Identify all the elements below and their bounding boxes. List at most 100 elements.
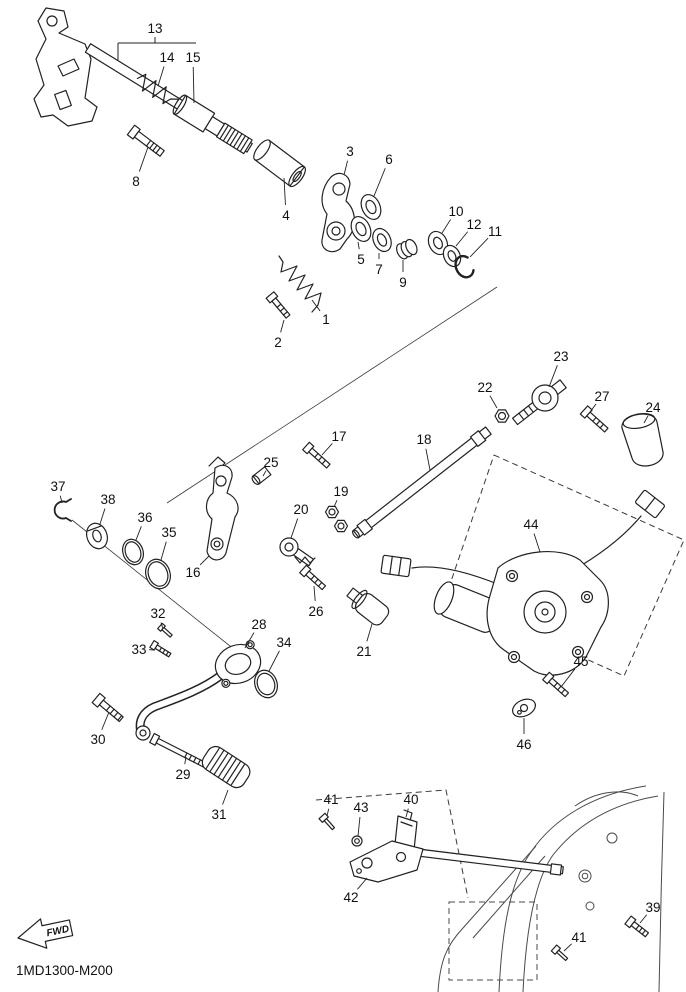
actuator-connector-a [380, 554, 412, 578]
callout-19: 19 [333, 484, 348, 499]
callout-36: 36 [137, 510, 152, 525]
part-24-boot [621, 412, 664, 467]
callout-2: 2 [274, 335, 282, 350]
leader-14 [157, 66, 165, 87]
part-10-washer [427, 230, 449, 256]
part-35-oring [145, 558, 171, 590]
part-37-clip [53, 498, 72, 522]
callout-30: 30 [90, 732, 105, 747]
callout-15: 15 [185, 50, 200, 65]
callout-18: 18 [416, 432, 431, 447]
part-45-bolt [542, 671, 570, 698]
callout-22: 22 [477, 380, 492, 395]
part-6-washer [360, 194, 382, 220]
leader-35 [160, 541, 167, 561]
callout-24: 24 [645, 400, 661, 415]
part-23-rod-end [511, 379, 567, 426]
part-26-bolt [299, 564, 327, 591]
leader-28 [244, 632, 255, 649]
callout-35: 35 [161, 525, 176, 540]
leader-4 [283, 177, 286, 206]
part-4-collar [253, 139, 306, 188]
leader-30 [101, 711, 110, 730]
callout-25: 25 [263, 455, 278, 470]
part-30-bolt [91, 692, 124, 723]
callout-23: 23 [553, 349, 568, 364]
callout-6: 6 [385, 152, 393, 167]
linkage-dashed-zone [315, 789, 469, 899]
part-13-shaft-assembly [33, 7, 253, 155]
leader-21 [366, 623, 373, 642]
part-36-oring [122, 538, 144, 566]
callout-13: 13 [147, 21, 162, 36]
leader-11 [469, 237, 489, 258]
leader-32 [160, 622, 164, 630]
leader-3 [343, 160, 349, 176]
part-33-screw [149, 640, 172, 658]
leader-22 [489, 395, 498, 409]
leader-31 [222, 789, 229, 805]
leader-25 [262, 470, 267, 477]
callout-14: 14 [159, 50, 175, 65]
leader-1 [311, 299, 321, 312]
part-42-plate [349, 840, 424, 883]
callout-39: 39 [645, 900, 660, 915]
part-25-collar [251, 466, 272, 485]
part-39-bolt [624, 915, 650, 938]
callout-21: 21 [356, 644, 371, 659]
callout-28: 28 [251, 617, 266, 632]
callout-27: 27 [594, 389, 609, 404]
part-31-damper [201, 745, 251, 789]
leader-16 [199, 555, 210, 566]
leader-40 [405, 808, 409, 818]
callout-45: 45 [573, 654, 588, 669]
leader-34 [268, 650, 280, 672]
fwd-arrow: FWD [17, 918, 74, 949]
callout-40: 40 [403, 792, 418, 807]
arm-bracket [135, 671, 225, 741]
part-7-washer [372, 227, 392, 253]
callout-41: 41 [323, 792, 338, 807]
shaft-spline [215, 122, 253, 155]
part-5-washer [350, 216, 372, 242]
actuator-dashed-zone [445, 454, 685, 677]
callout-11: 11 [488, 224, 502, 239]
callout-46: 46 [516, 737, 531, 752]
leader-45 [560, 668, 576, 688]
leader-12 [455, 231, 469, 247]
callout-3: 3 [346, 144, 354, 159]
part-32-screw [157, 622, 173, 638]
part-11-circlip [454, 254, 475, 279]
leader-17 [321, 443, 333, 456]
part-3-lever [321, 172, 355, 253]
part-8-bolt [126, 124, 165, 157]
part-46-washer-plate [512, 698, 536, 718]
callout-32: 32 [150, 606, 165, 621]
leader-43 [357, 816, 361, 837]
callout-1: 1 [322, 312, 330, 327]
leader-23 [548, 365, 558, 388]
leader-26 [313, 585, 316, 602]
leader-20 [290, 518, 299, 539]
callout-34: 34 [276, 635, 292, 650]
part-41-bolt-a [318, 812, 336, 831]
callout-10: 10 [448, 204, 463, 219]
callout-38: 38 [100, 492, 115, 507]
actuator-connector-b [635, 489, 665, 519]
part-17-bolt [302, 441, 331, 469]
leader-19 [333, 499, 338, 508]
callout-17: 17 [331, 429, 346, 444]
leader-37 [59, 495, 63, 504]
part-16-lever [205, 456, 239, 561]
callout-37: 37 [50, 479, 65, 494]
part-43-grommet [351, 835, 363, 847]
leader-5 [357, 241, 360, 250]
part-22-nut [494, 409, 510, 423]
callout-33: 33 [131, 642, 146, 657]
frame-outline [437, 785, 665, 992]
callout-5: 5 [357, 252, 365, 267]
leader-29 [184, 756, 187, 765]
callout-4: 4 [282, 208, 290, 223]
callout-42: 42 [343, 890, 358, 905]
